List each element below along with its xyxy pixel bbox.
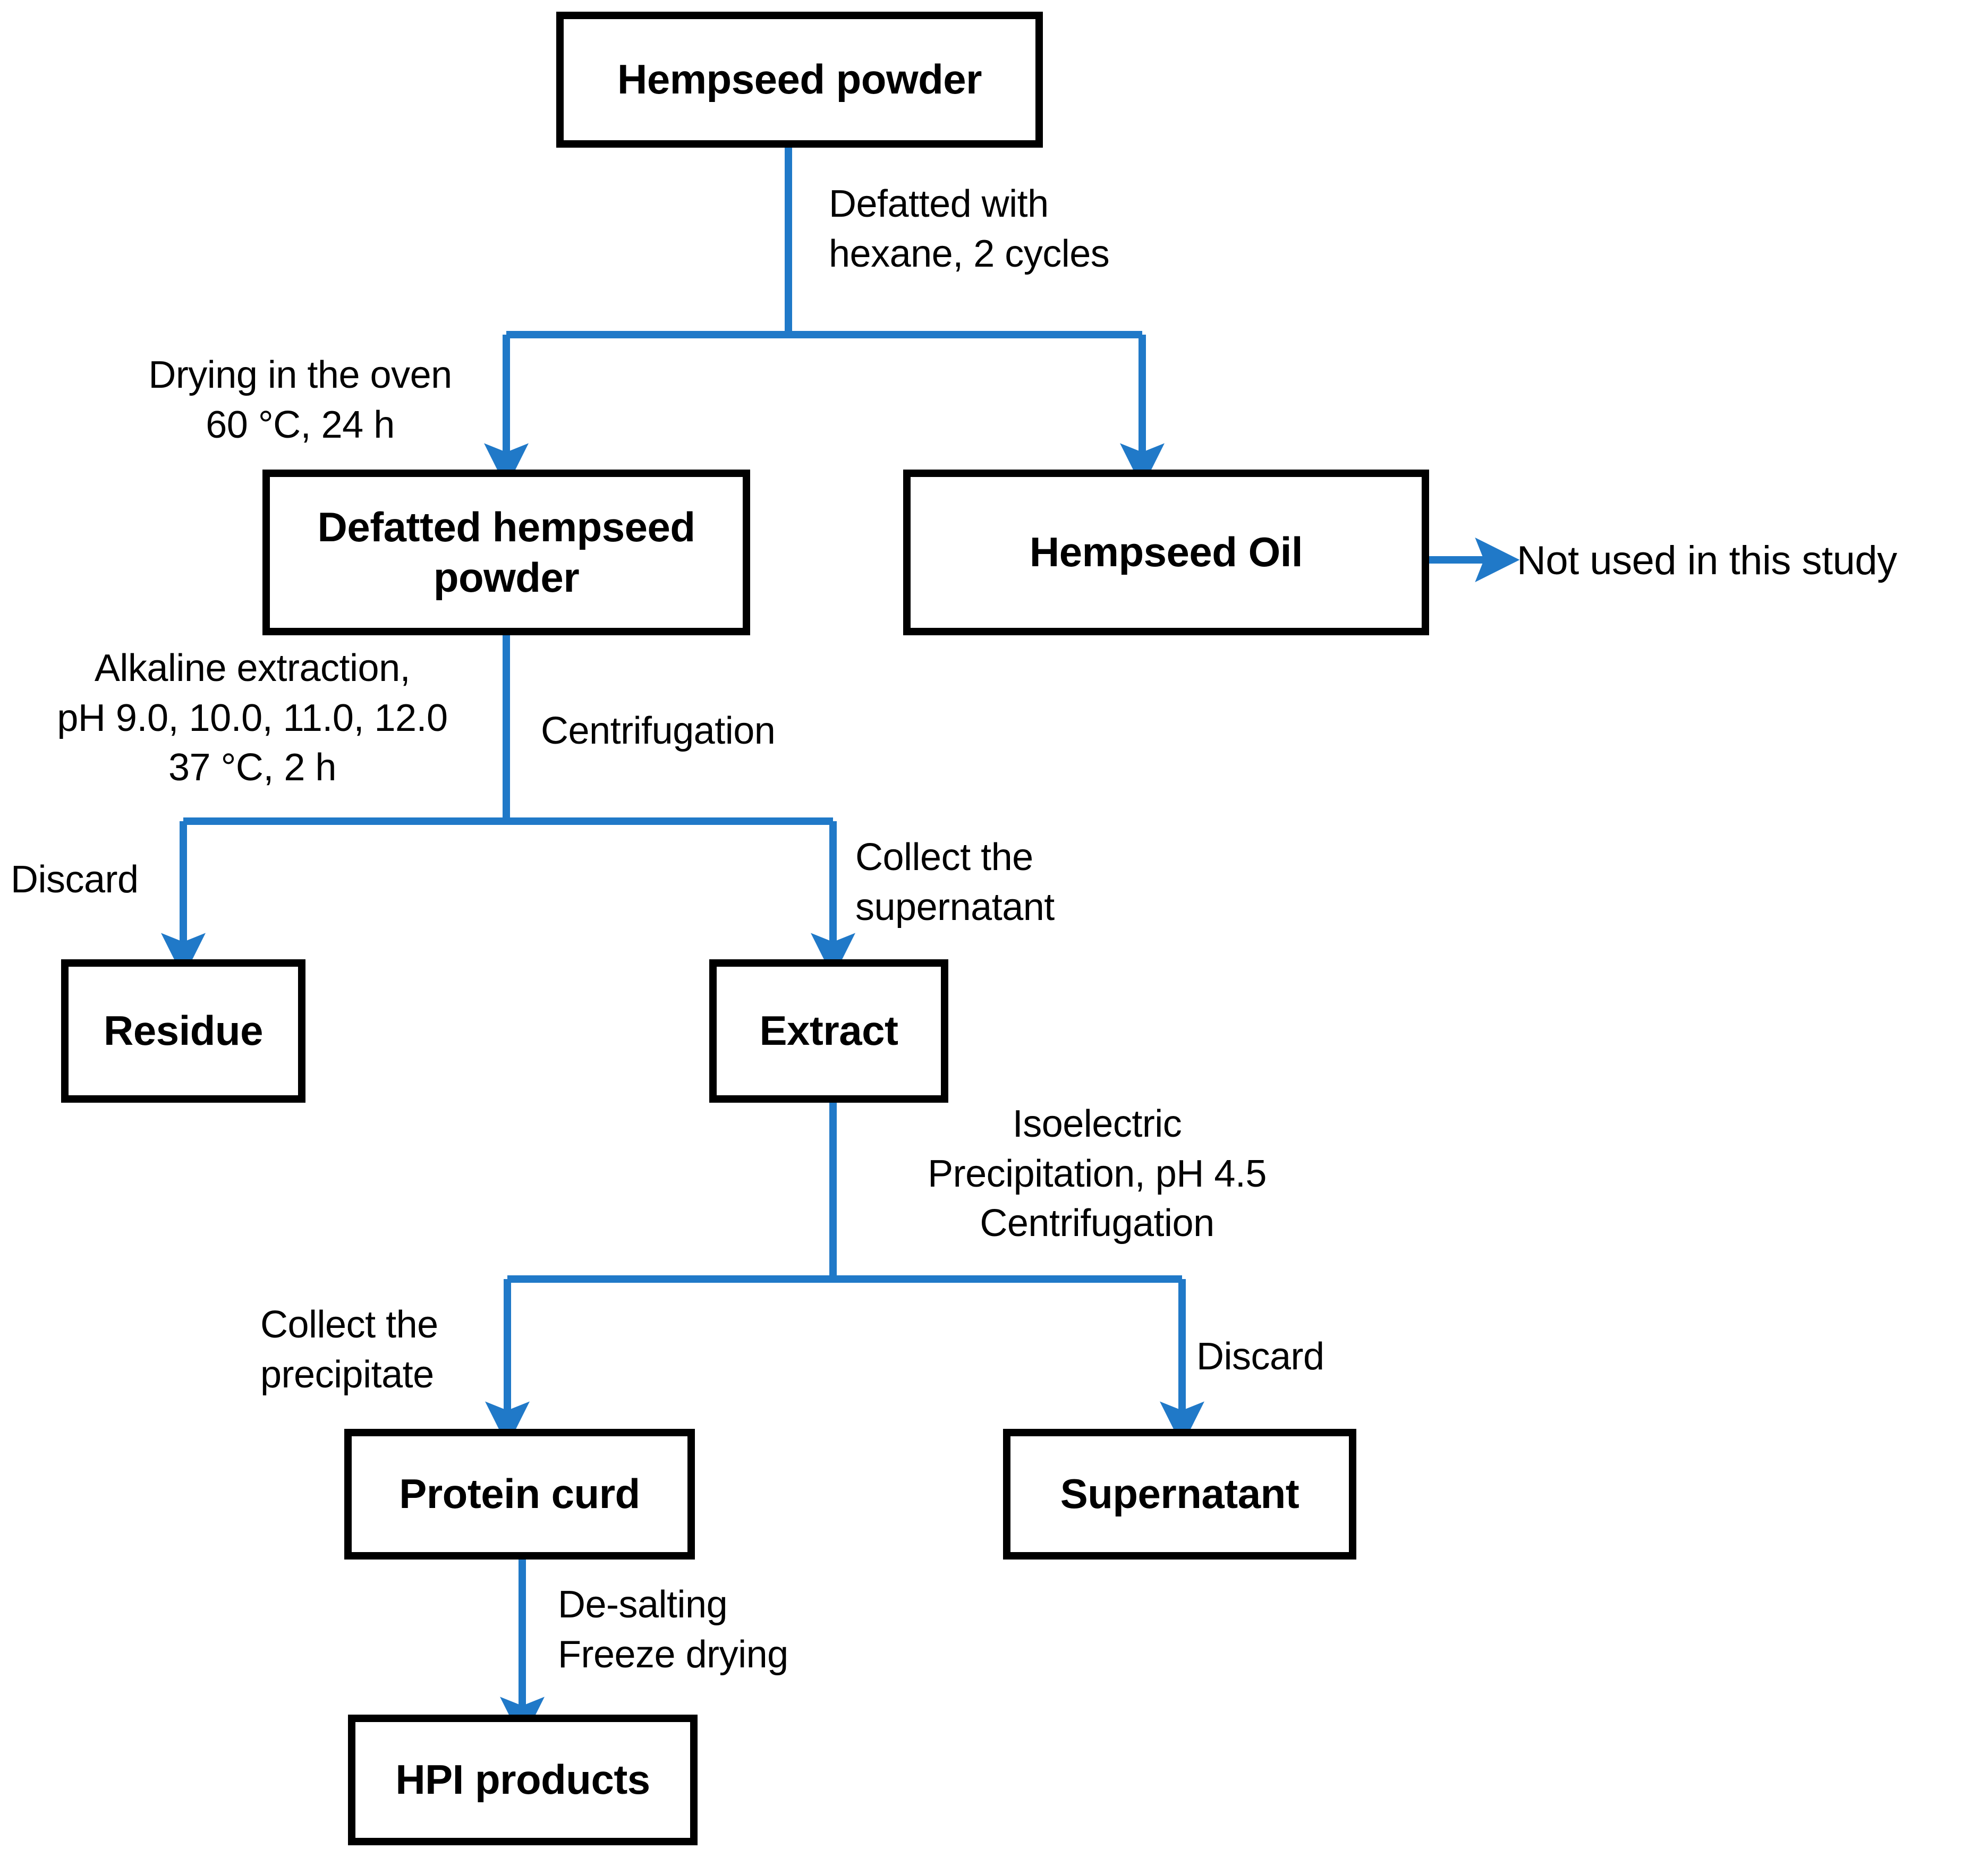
- node-label-hpi-products: HPI products: [395, 1756, 650, 1803]
- node-extract[interactable]: Extract: [709, 959, 948, 1103]
- node-hempseed-oil[interactable]: Hempseed Oil: [903, 470, 1429, 635]
- node-hempseed-powder[interactable]: Hempseed powder: [556, 12, 1043, 148]
- node-label-supernatant: Supernatant: [1060, 1470, 1299, 1518]
- edge-label-collect-precipitate: Collect the precipitate: [260, 1303, 438, 1396]
- edge-label-centrifugation: Centrifugation: [541, 710, 776, 752]
- edge-label-defatting: Defatted with hexane, 2 cycles: [829, 183, 1110, 275]
- note-oil-not-used: Not used in this study: [1517, 538, 1897, 583]
- node-label-hempseed-oil: Hempseed Oil: [1029, 529, 1303, 576]
- node-residue[interactable]: Residue: [61, 959, 305, 1103]
- node-supernatant[interactable]: Supernatant: [1003, 1429, 1356, 1560]
- node-protein-curd[interactable]: Protein curd: [344, 1429, 695, 1560]
- node-label-extract: Extract: [759, 1007, 898, 1054]
- edge-label-desalting: De-salting Freeze drying: [558, 1583, 788, 1676]
- node-label-residue: Residue: [104, 1007, 263, 1054]
- edge-label-isoelectric: Isoelectric Precipitation, pH 4.5 Centri…: [928, 1103, 1267, 1245]
- edge-label-alkaline-extraction: Alkaline extraction, pH 9.0, 10.0, 11.0,…: [57, 647, 448, 789]
- node-label-hempseed-powder: Hempseed powder: [617, 56, 982, 103]
- node-hpi-products[interactable]: HPI products: [348, 1715, 698, 1845]
- node-label-protein-curd: Protein curd: [399, 1470, 640, 1518]
- edge-label-discard-residue: Discard: [11, 858, 139, 901]
- node-label-defatted-hempseed-powder: Defatted hempseed powder: [317, 503, 695, 601]
- edge-label-drying: Drying in the oven 60 °C, 24 h: [148, 354, 452, 446]
- edge-label-discard-supernatant: Discard: [1196, 1335, 1324, 1378]
- node-defatted-hempseed-powder[interactable]: Defatted hempseed powder: [262, 470, 750, 635]
- edge-label-collect-supernatant: Collect the supernatant: [855, 836, 1055, 928]
